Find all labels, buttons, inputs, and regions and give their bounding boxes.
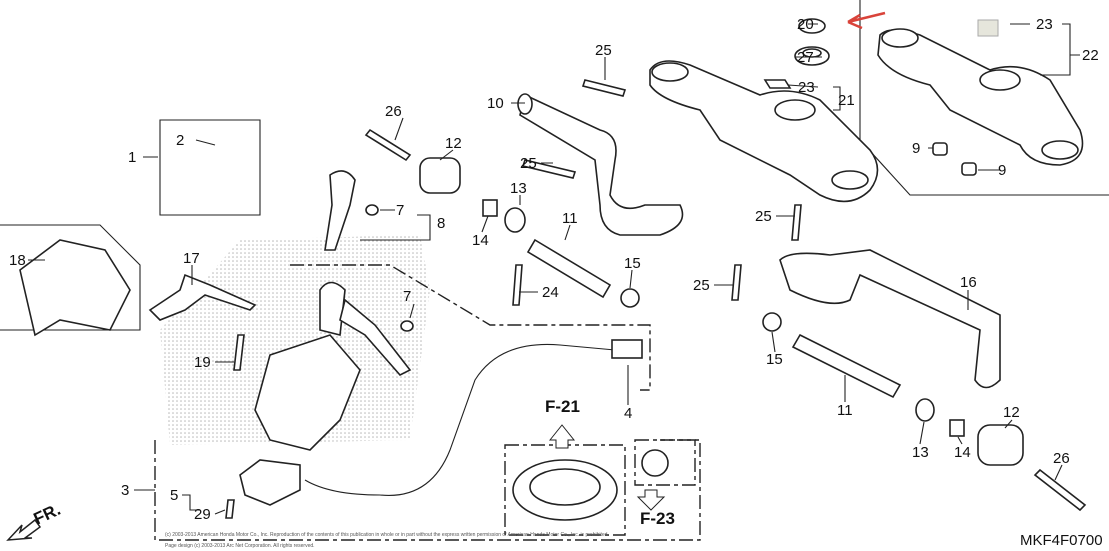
ignition-switch[interactable] bbox=[254, 281, 412, 451]
callout[interactable]: 25 bbox=[693, 277, 710, 294]
nut-27[interactable] bbox=[794, 46, 830, 66]
callout[interactable]: 16 bbox=[960, 274, 977, 291]
callout[interactable]: 7 bbox=[403, 288, 411, 305]
group-box-22 bbox=[859, 0, 1109, 196]
callout[interactable]: 22 bbox=[1082, 47, 1099, 64]
collar-9b[interactable] bbox=[961, 162, 977, 176]
callout[interactable]: 25 bbox=[755, 208, 772, 225]
callout[interactable]: 26 bbox=[1053, 450, 1070, 467]
front-arrow-icon bbox=[6, 518, 42, 541]
reference-f21[interactable]: F-21 bbox=[545, 397, 580, 416]
callout[interactable]: 20 bbox=[797, 16, 814, 33]
copyright-notice: (c) 2003-2013 American Honda Motor Co., … bbox=[165, 532, 609, 538]
callout[interactable]: 25 bbox=[520, 155, 537, 172]
switch-5[interactable] bbox=[239, 459, 301, 506]
bolt-25[interactable] bbox=[521, 79, 802, 301]
callout[interactable]: 11 bbox=[837, 402, 853, 419]
callout[interactable]: 25 bbox=[595, 42, 612, 59]
key-cylinder[interactable] bbox=[641, 449, 669, 477]
callout[interactable]: 11 bbox=[562, 210, 578, 227]
rubber-15[interactable] bbox=[620, 288, 782, 332]
screw-29[interactable] bbox=[225, 499, 235, 519]
washer-7[interactable] bbox=[365, 204, 414, 332]
handlebar-10[interactable] bbox=[517, 93, 684, 236]
group-box-18 bbox=[0, 224, 141, 331]
callout[interactable]: 3 bbox=[121, 482, 129, 499]
screw-24[interactable] bbox=[512, 264, 523, 306]
callout[interactable]: 19 bbox=[194, 354, 211, 371]
bolt-26[interactable] bbox=[364, 128, 1087, 512]
shaded-region bbox=[160, 235, 430, 445]
callout-labels: 1 2 26 12 25 10 25 20 27 23 21 23 22 9 9… bbox=[9, 16, 1099, 523]
key-cylinder-box bbox=[634, 439, 696, 486]
callout[interactable]: 9 bbox=[912, 140, 920, 157]
callout[interactable]: 27 bbox=[797, 49, 814, 66]
callout[interactable]: 24 bbox=[542, 284, 559, 301]
clip-14[interactable] bbox=[482, 199, 965, 437]
fuel-cap[interactable] bbox=[512, 459, 618, 521]
plate-23[interactable] bbox=[763, 79, 792, 89]
key-8[interactable] bbox=[324, 170, 356, 251]
callout[interactable]: 9 bbox=[998, 162, 1006, 179]
callout[interactable]: 2 bbox=[176, 132, 184, 149]
group-box-3 bbox=[154, 439, 701, 541]
callout[interactable]: 1 bbox=[128, 149, 136, 166]
callout[interactable]: 12 bbox=[445, 135, 462, 152]
bracket-17[interactable] bbox=[148, 273, 257, 321]
arrow-up-icon bbox=[548, 424, 576, 449]
group-box-4 bbox=[290, 264, 651, 391]
handlebar-16[interactable] bbox=[779, 249, 1001, 389]
callout[interactable]: 13 bbox=[510, 180, 527, 197]
bracket-18[interactable] bbox=[19, 239, 131, 337]
weight-shaft-11[interactable] bbox=[526, 238, 902, 399]
arrow-down-icon bbox=[636, 489, 666, 511]
callout[interactable]: 13 bbox=[912, 444, 929, 461]
callout[interactable]: 26 bbox=[385, 103, 402, 120]
wire-harness-4[interactable] bbox=[304, 339, 643, 496]
collar-13[interactable] bbox=[504, 207, 935, 422]
callout[interactable]: 23 bbox=[1036, 16, 1053, 33]
callout[interactable]: 5 bbox=[170, 487, 178, 504]
copyright-notice-2: Page design (c) 2003-2013 Arc Net Corpor… bbox=[165, 543, 315, 549]
collar-9a[interactable] bbox=[932, 142, 948, 156]
callout[interactable]: 4 bbox=[624, 405, 632, 422]
weight-12[interactable] bbox=[419, 157, 1024, 466]
top-bridge-22[interactable] bbox=[877, 19, 1084, 166]
fuel-cap-box bbox=[504, 444, 626, 536]
callout[interactable]: 15 bbox=[624, 255, 641, 272]
callout[interactable]: 23 bbox=[798, 79, 815, 96]
callout[interactable]: 14 bbox=[954, 444, 971, 461]
callout[interactable]: 18 bbox=[9, 252, 26, 269]
top-bridge-21[interactable] bbox=[649, 60, 879, 203]
callout[interactable]: 10 bbox=[487, 95, 504, 112]
callout[interactable]: 8 bbox=[437, 215, 445, 232]
callout[interactable]: 14 bbox=[472, 232, 489, 249]
group-box-1 bbox=[159, 119, 261, 216]
diagram-code: MKF4F0700 bbox=[1020, 532, 1103, 549]
callout[interactable]: 17 bbox=[183, 250, 200, 267]
bolt-19[interactable] bbox=[233, 334, 245, 371]
callout[interactable]: 21 bbox=[838, 92, 855, 109]
callout[interactable]: 12 bbox=[1003, 404, 1020, 421]
red-arrow-icon bbox=[847, 11, 886, 30]
reference-f23[interactable]: F-23 bbox=[640, 509, 675, 528]
callout[interactable]: 29 bbox=[194, 506, 211, 523]
callout[interactable]: 15 bbox=[766, 351, 783, 368]
cap-20[interactable] bbox=[798, 18, 826, 34]
callout[interactable]: 7 bbox=[396, 202, 404, 219]
